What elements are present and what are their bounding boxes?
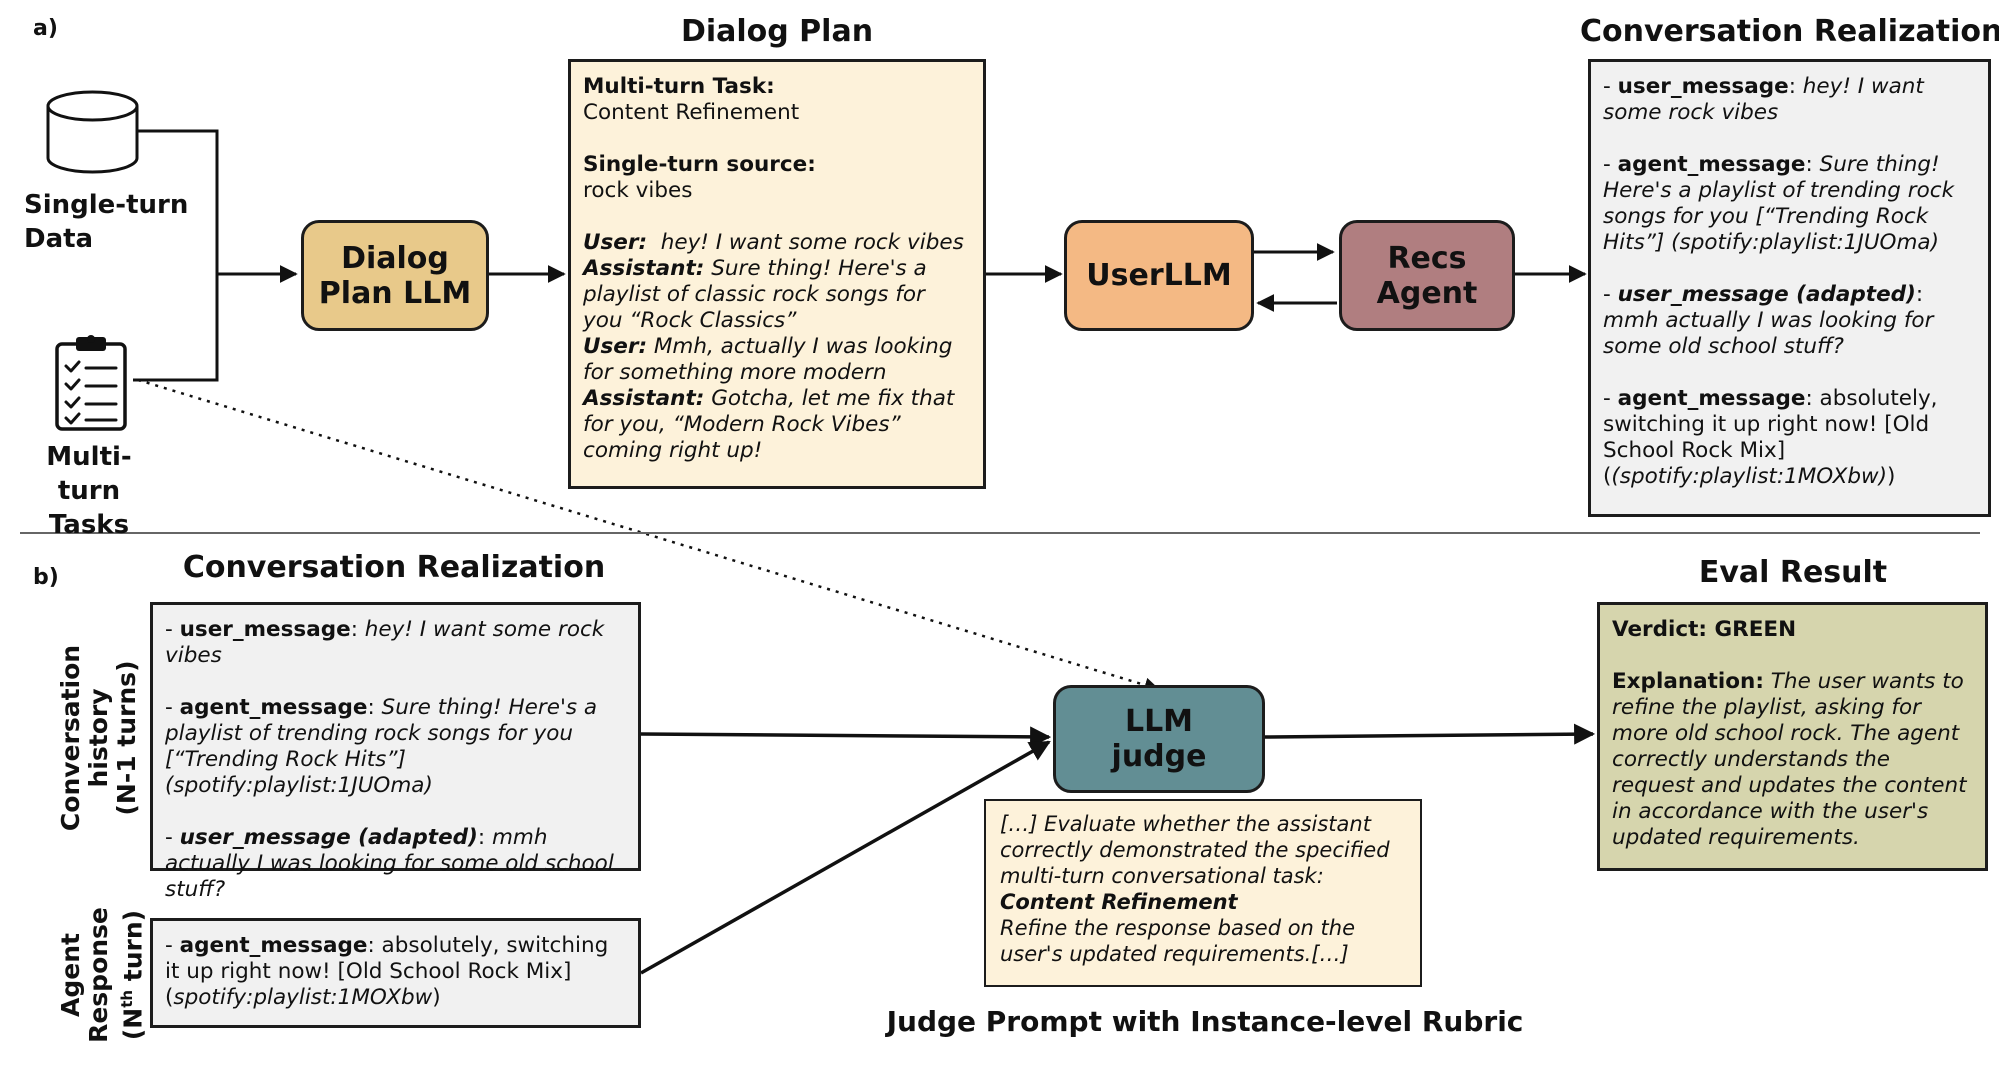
explanation: Explanation: The user wants to refine th…: [1612, 669, 1967, 850]
tasks-connector: [133, 274, 219, 382]
source-key: Single-turn source:: [583, 152, 816, 177]
rubric-intro: […] Evaluate whether the assistant corre…: [1000, 812, 1390, 888]
realization-box-a: - user_message: hey! I want some rock vi…: [1588, 59, 1991, 517]
panel-a-label: a): [33, 16, 58, 41]
clipboard-checklist-icon: [55, 335, 127, 431]
plan-turn: Assistant: Gotcha, let me fix that for y…: [583, 386, 955, 463]
message-item: - agent_message: absolutely, switching i…: [165, 933, 609, 1010]
rubric-detail: Refine the response based on the user's …: [1000, 916, 1356, 966]
llm-judge-node: LLM judge: [1053, 685, 1265, 793]
arrow-history-to-judge: [640, 726, 1052, 748]
rubric-caption: Judge Prompt with Instance-level Rubric: [886, 1005, 1524, 1038]
plan-turn: User: hey! I want some rock vibes: [583, 230, 964, 255]
realization-title-b: Conversation Realization: [182, 550, 606, 585]
message-item: - user_message (adapted): mmh actually I…: [1603, 282, 1934, 359]
message-item: - agent_message: Sure thing! Here's a pl…: [165, 695, 598, 798]
task-value: Content Refinement: [583, 100, 800, 125]
dialog-plan-title: Dialog Plan: [680, 14, 874, 49]
single-turn-data-label: Single-turn Data: [24, 190, 189, 254]
agent-response-box: - agent_message: absolutely, switching i…: [150, 918, 641, 1028]
source-value: rock vibes: [583, 178, 693, 203]
history-side-label: Conversation history (N-1 turns): [56, 644, 141, 832]
eval-result-title: Eval Result: [1698, 555, 1888, 590]
panel-b-label: b): [33, 565, 59, 590]
response-side-label: Agent Response (Nth turn): [56, 907, 148, 1043]
message-item: - agent_message: Sure thing! Here's a pl…: [1603, 152, 1955, 255]
message-item: - user_message: hey! I want some rock vi…: [165, 617, 605, 668]
database-icon: [46, 90, 139, 174]
userllm-node: UserLLM: [1064, 220, 1254, 331]
multi-turn-tasks-label: Multi-turn Tasks: [46, 442, 132, 540]
realization-title-a: Conversation Realization: [1580, 14, 1999, 49]
message-item: - user_message: hey! I want some rock vi…: [1603, 74, 1924, 125]
dialog-plan-llm-node: Dialog Plan LLM: [301, 220, 489, 331]
rubric-task: Content Refinement: [1000, 890, 1238, 914]
arrow-response-to-judge: [640, 740, 1051, 975]
arrow-judge-to-eval: [1264, 723, 1596, 745]
tasks-to-judge-dotted: [137, 378, 1160, 693]
message-item: - agent_message: absolutely, switching i…: [1603, 386, 1938, 463]
task-key: Multi-turn Task:: [583, 74, 775, 99]
message-item: - user_message (adapted): mmh actually I…: [165, 825, 614, 902]
recs-agent-node: Recs Agent: [1339, 220, 1515, 331]
eval-result-box: Verdict: GREEN Explanation: The user wan…: [1597, 602, 1988, 871]
dialog-plan-box: Multi-turn Task: Content Refinement Sing…: [568, 59, 986, 489]
verdict: Verdict: GREEN: [1612, 617, 1797, 642]
conversation-history-box: - user_message: hey! I want some rock vi…: [150, 602, 641, 902]
judge-rubric-box: […] Evaluate whether the assistant corre…: [984, 799, 1422, 987]
message-item-tail: ((spotify:playlist:1MOXbw)): [1603, 464, 1896, 489]
plan-turn: Assistant: Sure thing! Here's a playlist…: [583, 256, 927, 333]
data-connector: [138, 129, 219, 274]
plan-turn: User: Mmh, actually I was looking for so…: [583, 334, 953, 385]
